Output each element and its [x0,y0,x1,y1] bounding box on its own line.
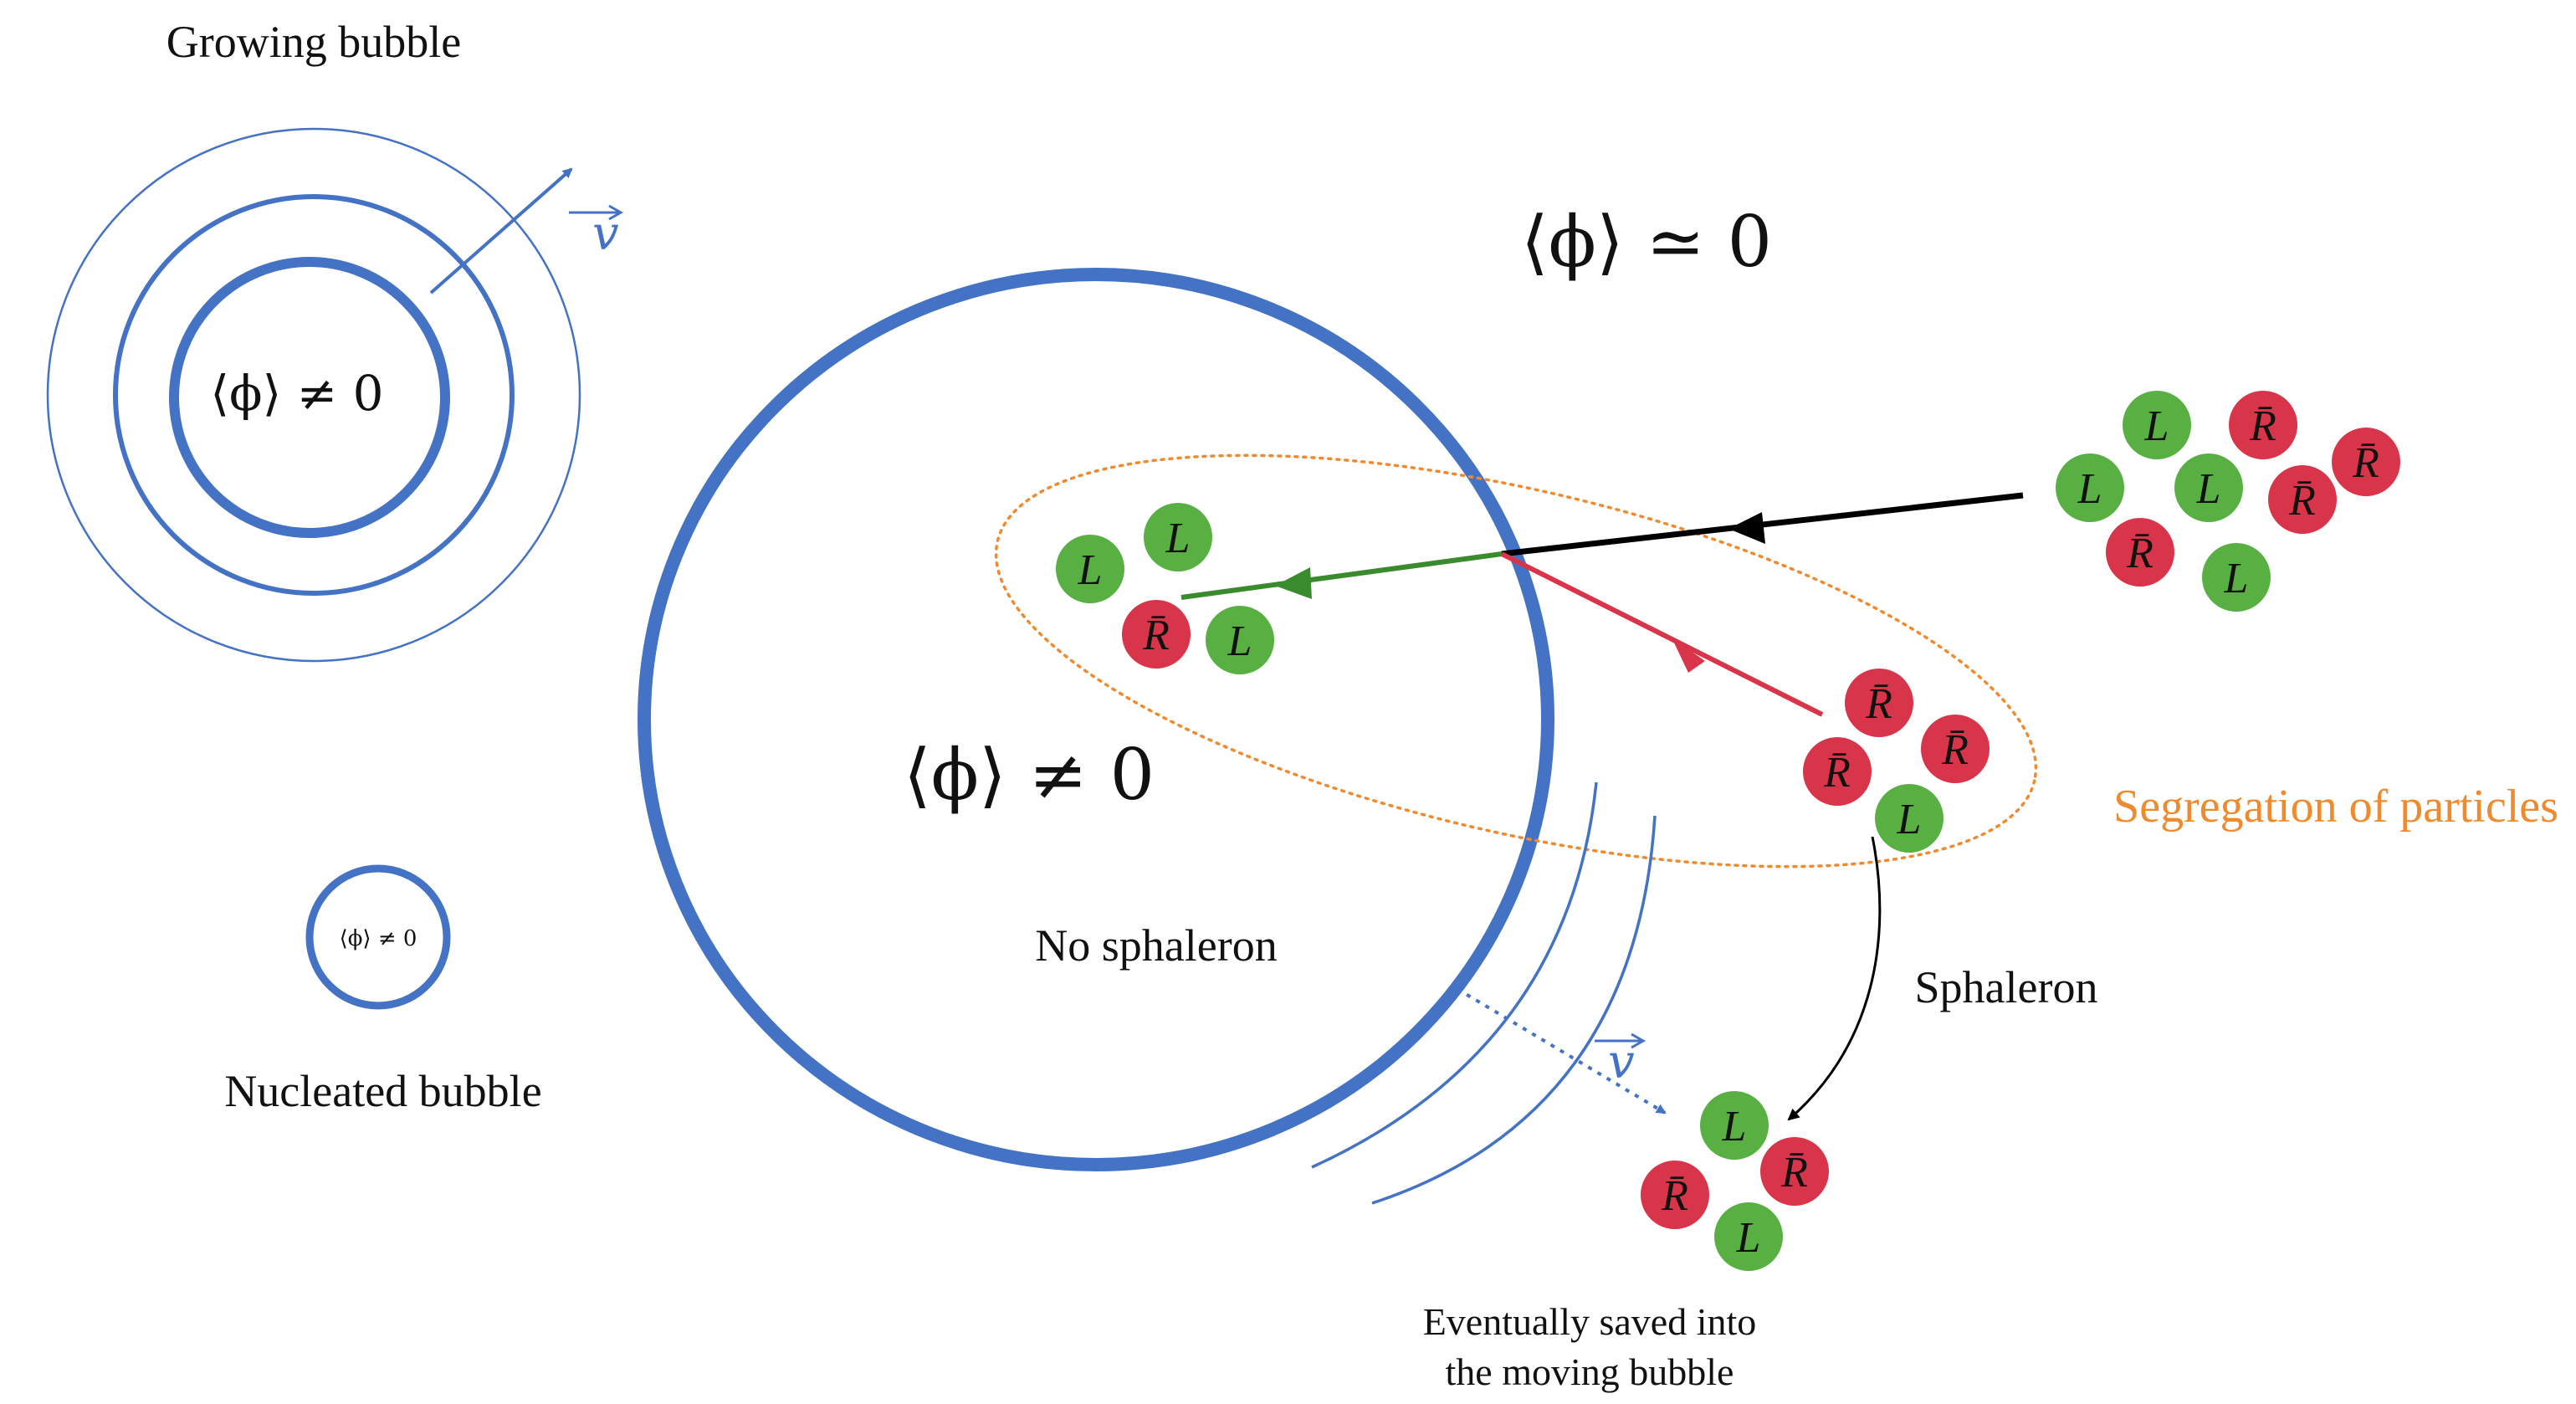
growing-bubble-velocity-arrow [429,167,573,295]
moving-bubble-velocity-label: v [1595,1033,1646,1089]
reflected-arrowhead [1672,638,1705,673]
particle-l: L [1714,1202,1783,1271]
particle-label: R̄ [2126,530,2153,577]
particle-r-bar: R̄ [2332,428,2400,496]
particle-r-bar: R̄ [1803,737,1872,806]
growing-bubble: v ⟨ϕ⟩ ≠ 0 Growing bubble [46,17,624,663]
particle-l: L [1875,784,1944,853]
particle-r-bar: R̄ [1845,669,1913,737]
main-bubble-wall [638,268,1554,1171]
sphaleron-label: Sphaleron [1915,962,2098,1012]
particle-label: L [2144,402,2169,450]
growing-bubble-velocity-label: v [569,204,624,261]
particle-l: L [1144,503,1212,571]
particle-label: L [2224,555,2249,602]
wake-arc-inner [1311,781,1598,1169]
nucleated-bubble-vev: ⟨ϕ⟩ ≠ 0 [340,926,417,951]
growing-bubble-middle-ring [113,194,515,596]
particle-label: L [2077,465,2102,513]
particle-r-bar: R̄ [2229,391,2297,459]
particle-label: R̄ [2288,477,2316,525]
saved-label-line2: the moving bubble [1446,1350,1734,1393]
particle-r-bar: R̄ [2268,465,2337,534]
particle-r-bar: R̄ [1921,715,1990,783]
particle-label: R̄ [2249,402,2276,450]
no-sphaleron-label: No sphaleron [1035,920,1277,971]
particle-l: L [1206,606,1274,674]
growing-bubble-outer-ring [46,127,581,663]
particle-l: L [2056,453,2124,522]
segregation-ellipse [994,453,2038,869]
particle-label: L [1736,1214,1761,1262]
particle-label: R̄ [1780,1149,1808,1196]
particle-r-bar: R̄ [1641,1161,1709,1229]
transmitted-arrowhead [1275,567,1312,599]
particle-r-bar: R̄ [1122,600,1191,669]
sphaleron-arrow [1787,836,1882,1121]
particle-label: R̄ [1661,1172,1688,1220]
particle-l: L [2202,543,2271,612]
growing-bubble-title: Growing bubble [166,17,461,67]
transmitted-group: L L R̄ L [1056,503,1274,674]
particle-l: L [2174,453,2243,522]
nucleated-bubble-wall [305,864,451,1010]
segregation-label: Segregation of particles [2113,781,2558,833]
particle-l: L [1056,535,1124,603]
saved-group: L R̄ R̄ L [1641,1091,1829,1271]
incoming-arrowhead [1728,512,1765,544]
particle-label: L [1897,796,1922,843]
wake-arc-outer [1371,815,1657,1205]
growing-bubble-vev: ⟨ϕ⟩ ≠ 0 [210,365,383,422]
particle-r-bar: R̄ [1760,1137,1829,1206]
particle-label: L [1722,1103,1747,1150]
particle-label: R̄ [2352,439,2379,487]
particle-label: R̄ [1823,749,1851,797]
particle-l: L [2123,391,2191,459]
nucleated-bubble-title: Nucleated bubble [224,1066,541,1116]
reflected-group: R̄ R̄ R̄ L [1803,669,1990,853]
svg-text:v: v [1608,1035,1635,1089]
reflected-trajectory [1500,551,1824,717]
growing-bubble-inner-wall [169,257,450,538]
particle-label: L [2196,465,2221,513]
particle-label: L [1078,546,1103,594]
particle-label: R̄ [1142,612,1170,659]
saved-label-line1: Eventually saved into [1423,1300,1757,1343]
moving-bubble-velocity-arrow [1456,987,1667,1114]
outside-vev: ⟨ϕ⟩ ≃ 0 [1521,201,1772,283]
nucleated-bubble: ⟨ϕ⟩ ≠ 0 Nucleated bubble [224,864,542,1116]
particle-l: L [1700,1091,1769,1160]
particle-label: L [1227,617,1252,665]
particle-label: R̄ [1941,726,1969,774]
particle-label: L [1165,515,1191,562]
particle-r-bar: R̄ [2106,518,2174,587]
main-bubble: ⟨ϕ⟩ ≠ 0 No sphaleron [638,268,1554,1171]
particle-label: R̄ [1865,680,1892,728]
main-bubble-vev: ⟨ϕ⟩ ≠ 0 [904,734,1155,816]
transmitted-trajectory [1180,551,1503,600]
